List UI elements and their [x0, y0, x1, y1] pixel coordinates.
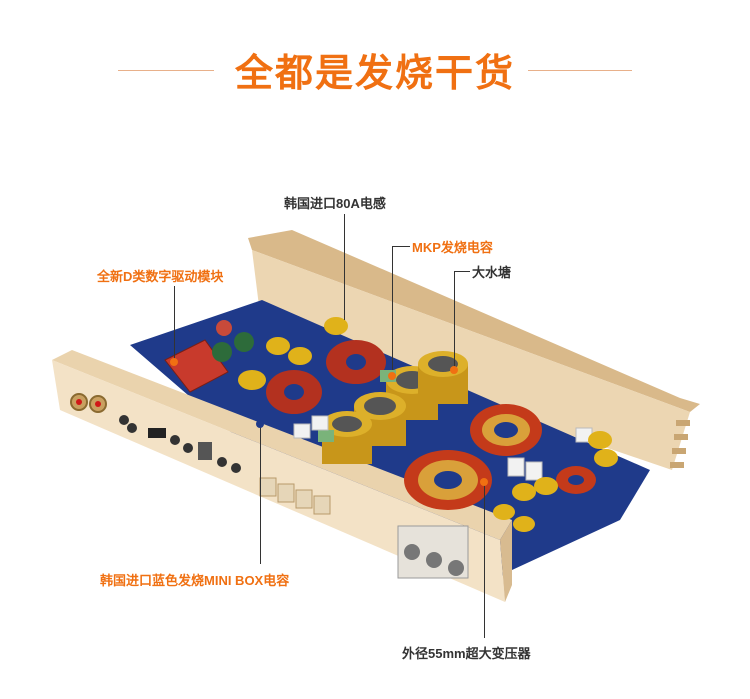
callout-transformer-leader [484, 484, 485, 638]
callout-d-module-leader [174, 286, 175, 360]
callout-inductor: 韩国进口80A电感 [284, 196, 386, 211]
callout-d-module-dot [170, 358, 178, 366]
callout-d-module: 全新D类数字驱动模块 [97, 269, 224, 284]
callout-reservoir-dot [450, 366, 458, 374]
callout-mini-box-leader [260, 426, 261, 564]
callout-mini-box: 韩国进口蓝色发烧MINI BOX电容 [100, 573, 290, 588]
callout-inductor-leader [344, 214, 345, 320]
callout-mini-box-dot [256, 420, 264, 428]
callout-mkp-cap: MKP发烧电容 [412, 240, 493, 255]
callout-transformer-dot [480, 478, 488, 486]
callout-transformer: 外径55mm超大变压器 [402, 646, 531, 661]
header-line-right [528, 70, 632, 71]
header-line-left [118, 70, 214, 71]
callout-reservoir: 大水塘 [472, 265, 512, 280]
callout-mkp-cap-leader-v [392, 246, 393, 370]
page-title: 全都是发烧干货 [234, 53, 515, 95]
callout-reservoir-leader [454, 271, 470, 272]
callout-mkp-cap-leader [392, 246, 410, 247]
callout-reservoir-leader-v [454, 271, 455, 367]
callout-mkp-cap-dot [388, 372, 396, 380]
